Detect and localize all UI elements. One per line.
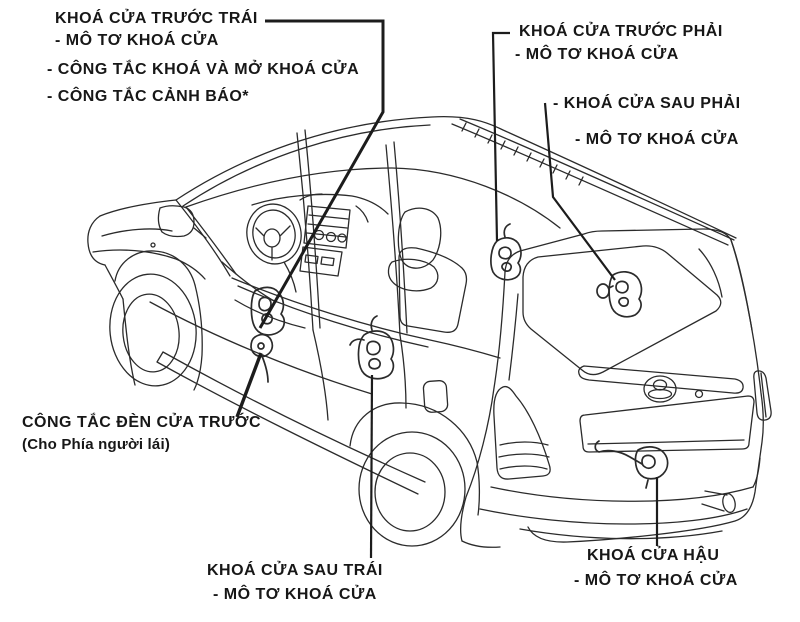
leader-rear-left-door [369,374,374,559]
car-front-end [87,199,237,391]
label-tailgate-item: - MÔ TƠ KHOÁ CỬA [574,572,738,589]
side-mirror [157,205,207,239]
label-door-light-switch-title: CÔNG TẮC ĐÈN CỬA TRƯỚC [22,414,262,431]
fuel-door [422,380,449,413]
label-rear-left-door-title: KHOÁ CỬA SAU TRÁI [207,562,383,579]
pillars [296,129,468,336]
front-left-door-lock-part [250,286,286,336]
license-plate-recess [579,395,755,453]
leader-front-right-door [491,31,510,242]
rear-right-door-lock-part [596,271,643,318]
label-front-left-door-title: KHOÁ CỬA TRƯỚC TRÁI [55,10,258,27]
label-front-right-door-item: - MÔ TƠ KHOÁ CỬA [515,46,679,63]
leader-front-left-door [258,19,385,329]
front-door-light-switch-part [250,333,274,383]
tail-light-right [753,370,772,421]
label-rear-right-door-item: - MÔ TƠ KHOÁ CỬA [575,131,739,148]
label-rear-left-door-item: - MÔ TƠ KHOÁ CỬA [213,586,377,603]
exhaust-pipe [701,490,736,514]
front-right-door-lock-part [490,223,522,281]
rear-left-door-lock-part [349,315,395,380]
label-front-left-door-item: - CÔNG TẮC CẢNH BÁO* [47,88,249,105]
label-front-right-door-title: KHOÁ CỬA TRƯỚC PHẢI [519,23,723,40]
car-rear-face [459,228,772,548]
tailgate-lock-part [594,440,669,489]
front-wheel [109,273,197,387]
steering-wheel [246,203,302,293]
leader-rear-right-door [543,102,616,281]
label-tailgate-title: KHOÁ CỬA HẬU [587,547,720,564]
leader-door-light-switch [235,352,263,418]
seat [387,207,442,292]
toyota-emblem [643,375,677,403]
car-roof [175,116,737,246]
label-front-left-door-item: - MÔ TƠ KHOÁ CỬA [55,32,219,49]
label-door-light-switch-subtitle: (Cho Phía người lái) [22,436,171,453]
label-rear-right-door-title: - KHOÁ CỬA SAU PHẢI [553,95,741,112]
side-body-lines [149,277,501,495]
rear-wheel [349,402,481,547]
label-front-left-door-item: - CÔNG TẮC KHOÁ VÀ MỞ KHOÁ CỬA [47,61,360,78]
tail-light-left [493,385,551,480]
rear-bumper [461,457,761,548]
